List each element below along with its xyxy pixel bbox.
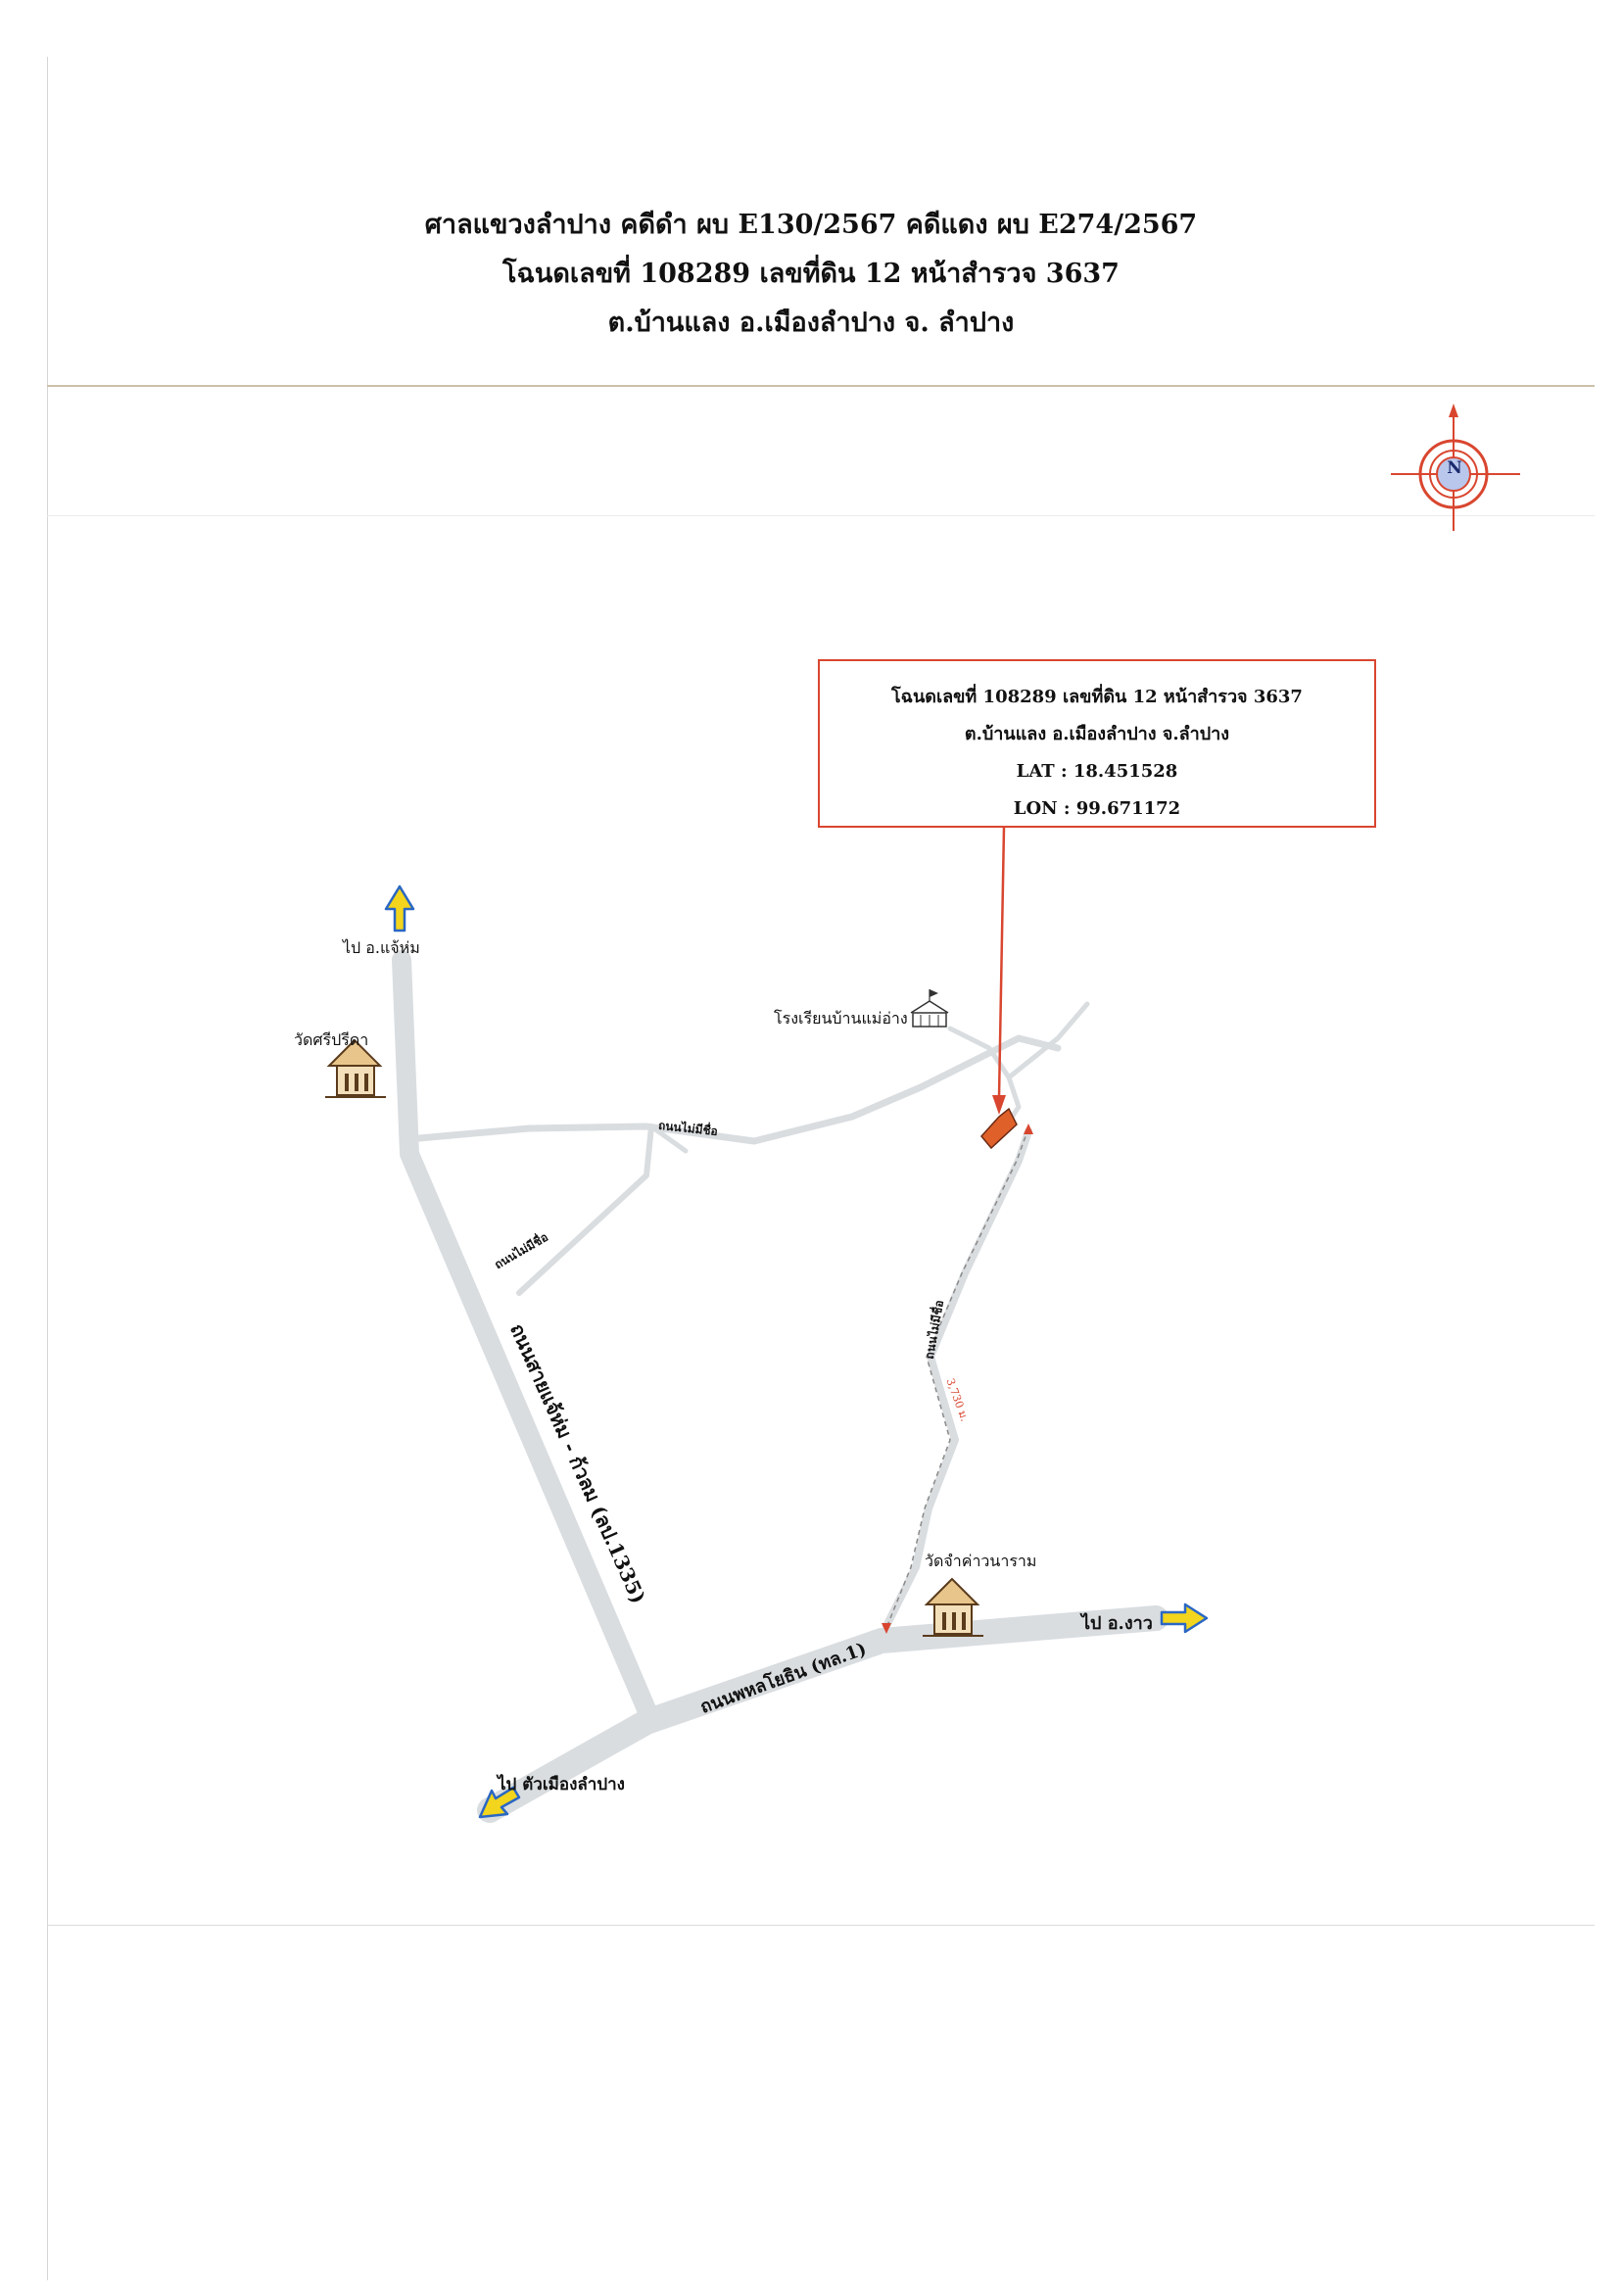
arrow-north-icon — [384, 885, 415, 933]
pointer-line — [997, 827, 1006, 1098]
north-compass-icon — [1391, 404, 1520, 531]
header-divider — [47, 385, 1595, 387]
page-frame — [47, 57, 1596, 2280]
route-arrow-north-icon — [1024, 1124, 1033, 1134]
compass-north-letter: N — [1447, 458, 1462, 478]
road-network — [392, 950, 1169, 1823]
label-wat-si-prida: วัดศรีปรีดา — [294, 1030, 369, 1049]
pointer-arrowhead-icon — [992, 1095, 1006, 1115]
land-parcel-icon — [980, 1107, 1018, 1150]
route-arrow-south-icon — [882, 1623, 891, 1634]
label-to-chae-hom: ไป อ.แจ้ห่ม — [343, 938, 420, 957]
unnamed-road-ew — [415, 1034, 1062, 1145]
route-dashed-line — [885, 1127, 1029, 1629]
label-to-lampang-city: ไป ตัวเมืองลำปาง — [498, 1775, 625, 1794]
school-icon — [910, 989, 949, 1028]
arrow-east-icon — [1160, 1602, 1209, 1634]
info-deed-line: โฉนดเลขที่ 108289 เลขที่ดิน 12 หน้าสำรวจ… — [891, 687, 1303, 707]
temple-icon — [325, 1038, 386, 1098]
unnamed-road-branch — [516, 1124, 654, 1296]
phahonyothin-road — [477, 1605, 1169, 1823]
map-top-divider — [47, 515, 1595, 516]
map-bottom-divider — [47, 1925, 1595, 1926]
arrow-southwest-icon — [478, 1786, 521, 1819]
highway-1335-road — [392, 950, 656, 1719]
label-to-ngao: ไป อ.งาว — [1081, 1613, 1153, 1634]
label-school: โรงเรียนบ้านแม่อ่าง — [774, 1009, 908, 1028]
info-lon: LON : 99.671172 — [1013, 798, 1181, 819]
page-header: ศาลแขวงลำปาง คดีดำ ผบ E130/2567 คดีแดง ผ… — [0, 201, 1622, 348]
info-lat: LAT : 18.451528 — [1016, 761, 1178, 782]
parcel-info-box: โฉนดเลขที่ 108289 เลขที่ดิน 12 หน้าสำรวจ… — [818, 659, 1376, 828]
unnamed-road-ns — [883, 1127, 1032, 1630]
label-wat-cham-kham: วัดจำค่าวนาราม — [925, 1552, 1037, 1570]
header-location-line: ต.บ้านแลง อ.เมืองลำปาง จ. ลำปาง — [607, 308, 1015, 338]
temple-icon — [923, 1577, 983, 1637]
info-location-line: ต.บ้านแลง อ.เมืองลำปาง จ.ลำปาง — [964, 724, 1230, 744]
header-case-line: ศาลแขวงลำปาง คดีดำ ผบ E130/2567 คดีแดง ผ… — [424, 210, 1198, 240]
header-deed-line: โฉนดเลขที่ 108289 เลขที่ดิน 12 หน้าสำรวจ… — [502, 259, 1120, 289]
